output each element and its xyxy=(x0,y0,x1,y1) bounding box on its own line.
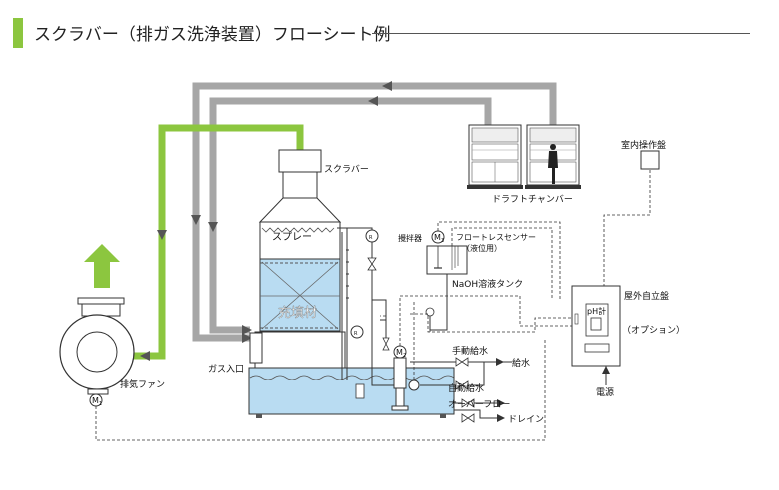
gauge-badge-2: R xyxy=(354,331,358,337)
green-arrow-down xyxy=(157,230,167,240)
pressure-gauge-icon-2 xyxy=(350,325,364,339)
naoh-tank-label: NaOH溶液タンク xyxy=(452,278,523,290)
scrubber-label: スクラバー xyxy=(324,164,369,175)
gauges xyxy=(350,229,390,351)
gauge-badge-1: R xyxy=(369,235,373,241)
ph-meter-label: pH計 xyxy=(587,306,606,316)
water-supply-arrow xyxy=(496,358,504,366)
valves xyxy=(455,357,475,423)
duct-arrow-in-inner xyxy=(242,325,252,335)
spray-label: スプレー xyxy=(272,231,312,243)
floatless-sensor-label: フロートレスセンサー xyxy=(456,233,536,242)
auto-water-label: 自動給水 xyxy=(448,382,484,394)
floatless-sensor-note: （液位用） xyxy=(462,243,502,253)
pump-motor-sub: 2 xyxy=(403,353,406,359)
exhaust-fan-label: 排気ファン xyxy=(120,378,165,390)
packing-label: 充填材 xyxy=(278,305,317,321)
pressure-gauge-icon xyxy=(365,229,379,243)
pump-motor-label: M xyxy=(396,348,403,357)
title-accent-bar xyxy=(13,18,23,48)
outdoor-panel-label: 屋外自立盤 xyxy=(624,290,669,302)
exhaust-up-arrow xyxy=(84,244,120,288)
overflow-arrow xyxy=(497,399,505,407)
duct-arrow-left-inner xyxy=(368,96,378,106)
option-label: （オプション） xyxy=(622,325,685,336)
duct-arrow-down-outer xyxy=(191,215,201,225)
drain-label: ドレイン xyxy=(508,415,544,425)
overflow-label: オーバーフロー xyxy=(448,399,510,410)
solenoid-valve-icon xyxy=(408,379,420,391)
stirrer-label: 攪拌器 xyxy=(398,233,422,243)
duct-arrow-in-outer xyxy=(242,333,252,343)
scrubber-tower xyxy=(248,149,455,418)
spray-nozzles xyxy=(261,227,335,233)
stirrer-motor-label: M xyxy=(434,233,441,242)
drain-arrow xyxy=(497,414,505,422)
draft-chamber-label: ドラフトチャンバー xyxy=(492,194,573,205)
naoh-tank xyxy=(425,230,468,332)
gas-inlet-label: ガス入口 xyxy=(208,364,244,375)
power-arrow xyxy=(602,366,610,374)
power-label: 電源 xyxy=(596,387,614,398)
title-divider xyxy=(372,33,750,34)
draft-chamber-2 xyxy=(525,124,581,189)
water-supply-label: 給水 xyxy=(512,357,530,369)
circulation-pump xyxy=(391,345,409,411)
exhaust-fan xyxy=(59,297,135,407)
gray-duct-lines xyxy=(192,82,557,342)
inner-duct xyxy=(209,97,492,334)
draft-chamber-1 xyxy=(467,124,523,189)
fan-motor-sub: 1 xyxy=(99,401,102,407)
green-arrow-left xyxy=(140,351,150,361)
duct-arrow-down-inner xyxy=(208,222,218,232)
recirculation-piping xyxy=(337,227,400,386)
stirrer-motor-sub: 3 xyxy=(441,238,444,244)
indoor-panel-label: 室内操作盤 xyxy=(621,139,666,151)
fan-motor-label: M xyxy=(92,396,99,405)
gray-duct-arrows xyxy=(191,81,392,343)
indoor-panel-box xyxy=(640,150,660,170)
manual-water-label: 手動給水 xyxy=(452,345,488,357)
duct-arrow-left-outer xyxy=(382,81,392,91)
outer-duct xyxy=(192,82,557,342)
outdoor-panel xyxy=(571,285,621,367)
page-title: スクラバー（排ガス洗浄装置）フローシート例 xyxy=(34,25,391,45)
